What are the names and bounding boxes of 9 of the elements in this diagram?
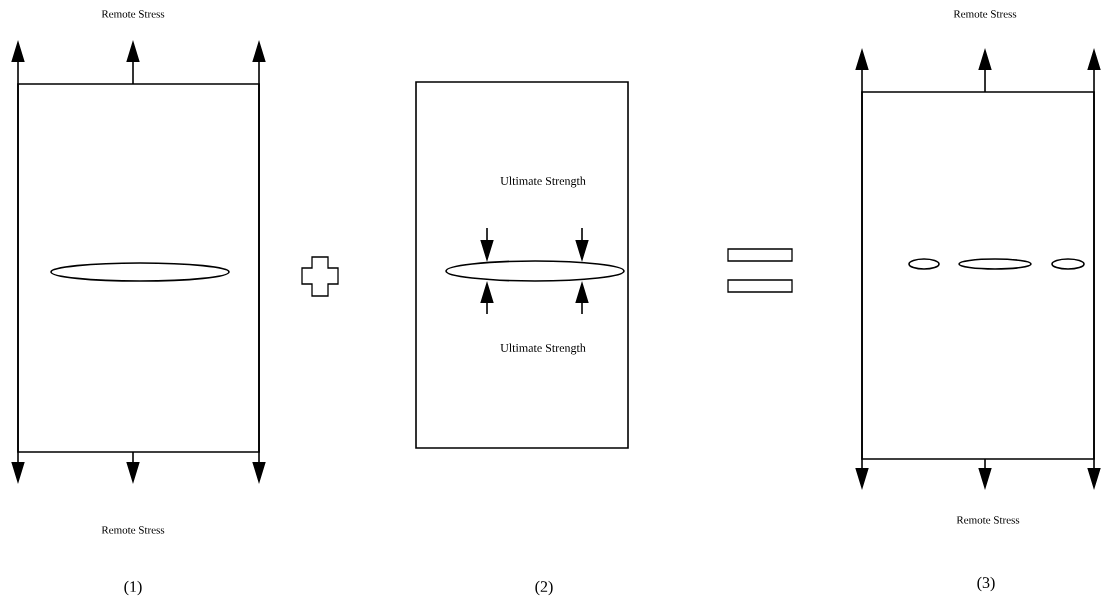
stress-label: Remote Stress — [101, 526, 165, 534]
panel-number: (1) — [124, 580, 142, 596]
stress-label: Ultimate Strength — [500, 343, 586, 355]
stress-label: Ultimate Strength — [500, 176, 586, 188]
panel-number: (2) — [535, 580, 553, 596]
stress-label: Remote Stress — [956, 516, 1020, 524]
stress-label: Remote Stress — [953, 10, 1017, 18]
stress-label: Remote Stress — [101, 10, 165, 18]
panel-number: (3) — [977, 576, 995, 592]
